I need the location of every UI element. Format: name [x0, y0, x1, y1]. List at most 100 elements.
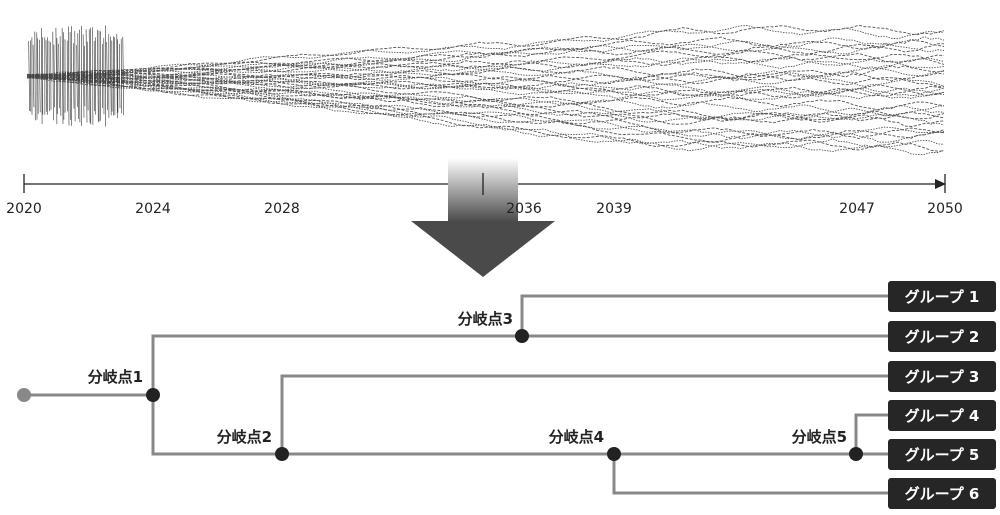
group-label: グループ 5	[905, 446, 980, 464]
group-box-4: グループ 4	[888, 400, 996, 431]
down-arrow	[411, 158, 555, 277]
trajectory-line	[26, 57, 945, 79]
trajectory-line	[26, 76, 945, 111]
branch-node-1	[146, 388, 160, 402]
trajectory-line	[26, 65, 945, 79]
trajectory-line	[26, 76, 945, 155]
trajectory-sketch	[26, 24, 945, 155]
group-box-5: グループ 5	[888, 439, 996, 470]
group-box-1: グループ 1	[888, 281, 996, 312]
group-label: グループ 1	[905, 288, 980, 306]
trajectory-line	[26, 73, 945, 140]
hatch-line	[82, 34, 85, 118]
branch-label: 分岐点5	[792, 428, 847, 446]
branch-node-5	[849, 447, 863, 461]
start-node	[17, 388, 31, 402]
trajectory-line	[26, 74, 945, 87]
hatch-line	[30, 40, 32, 112]
year-label: 2047	[839, 201, 875, 217]
hatch-line	[61, 27, 64, 125]
trajectory-line	[26, 76, 945, 152]
year-label: 2036	[506, 201, 542, 217]
group-label: グループ 6	[905, 485, 980, 503]
nodes	[17, 329, 863, 461]
branch-line-g3	[280, 374, 888, 454]
trajectory-line	[26, 77, 945, 143]
group-label: グループ 3	[905, 368, 980, 386]
branch-line-g4	[854, 413, 888, 454]
hatch-line	[88, 29, 91, 123]
hatch-line	[39, 39, 41, 113]
branch-line-g2	[151, 334, 888, 395]
branch-label: 分岐点1	[88, 368, 143, 386]
hatch-line	[97, 29, 99, 123]
group-box-6: グループ 6	[888, 478, 996, 509]
hatch-line	[85, 29, 88, 123]
axis-arrowhead	[935, 179, 946, 189]
hatch-line	[122, 36, 124, 116]
trajectory-line	[26, 76, 945, 127]
year-label: 2050	[927, 201, 963, 217]
trajectory-line	[26, 43, 944, 77]
trajectory-line	[26, 74, 945, 125]
year-label: 2024	[135, 201, 171, 217]
group-label: グループ 4	[905, 407, 980, 425]
year-labels: 2020 2024 2028 2036 2039 2047 2050	[6, 201, 963, 217]
trajectory-line	[26, 49, 945, 79]
branch-lines	[24, 294, 888, 495]
hatch-line	[34, 31, 36, 121]
trajectory-line	[26, 74, 945, 99]
down-arrow-head	[411, 221, 555, 277]
hatch-line	[59, 36, 62, 116]
branch-line-g6	[612, 454, 888, 495]
hatch-line	[32, 44, 35, 108]
hatch-line	[58, 43, 60, 109]
group-box-3: グループ 3	[888, 361, 996, 392]
trajectory-line	[26, 57, 945, 78]
hatch-line	[86, 41, 89, 111]
trajectory-line	[26, 73, 945, 97]
trajectory-line	[26, 75, 945, 139]
hatch-line	[68, 26, 70, 126]
hatch-line	[37, 38, 39, 114]
hatch-line	[77, 33, 79, 119]
trajectory-line	[26, 24, 945, 77]
hatch-line	[116, 33, 118, 119]
branch-node-3	[515, 329, 529, 343]
hatch-line	[53, 44, 55, 108]
branch-label: 分岐点3	[458, 310, 513, 328]
trajectory-line	[26, 75, 945, 143]
branch-node-2	[275, 447, 289, 461]
branch-node-4	[607, 447, 621, 461]
hatch-line	[110, 36, 112, 116]
hatch-line	[106, 41, 108, 111]
branch-label: 分岐点4	[549, 428, 604, 446]
trajectory-line	[26, 25, 945, 79]
branch-line-main	[151, 395, 856, 456]
trajectory-line	[26, 75, 945, 121]
group-boxes: グループ 1 グループ 2 グループ 3 グループ 4 グループ 5 グループ …	[888, 281, 996, 509]
hatch-line	[52, 31, 54, 121]
trajectory-line	[26, 36, 945, 77]
hatch-line	[41, 27, 43, 125]
year-label: 2028	[264, 201, 300, 217]
hatch-line	[76, 45, 78, 107]
hatch-line	[45, 40, 47, 112]
trajectory-line	[26, 75, 945, 152]
trajectory-line	[26, 72, 945, 87]
hatch-line	[73, 43, 75, 109]
hatch-line	[55, 27, 58, 125]
group-label: グループ 2	[905, 328, 980, 346]
year-label: 2020	[6, 201, 42, 217]
hatch-line	[79, 29, 81, 123]
trajectory-line	[26, 75, 944, 120]
group-box-2: グループ 2	[888, 321, 996, 352]
hatch-line	[28, 40, 30, 112]
branch-line-g1	[520, 294, 888, 336]
year-label: 2039	[596, 201, 632, 217]
branch-point-labels: 分岐点1 分岐点2 分岐点3 分岐点4 分岐点5	[88, 310, 847, 446]
branch-label: 分岐点2	[217, 428, 272, 446]
hatch-line	[119, 43, 121, 109]
hatch-line	[56, 37, 58, 115]
